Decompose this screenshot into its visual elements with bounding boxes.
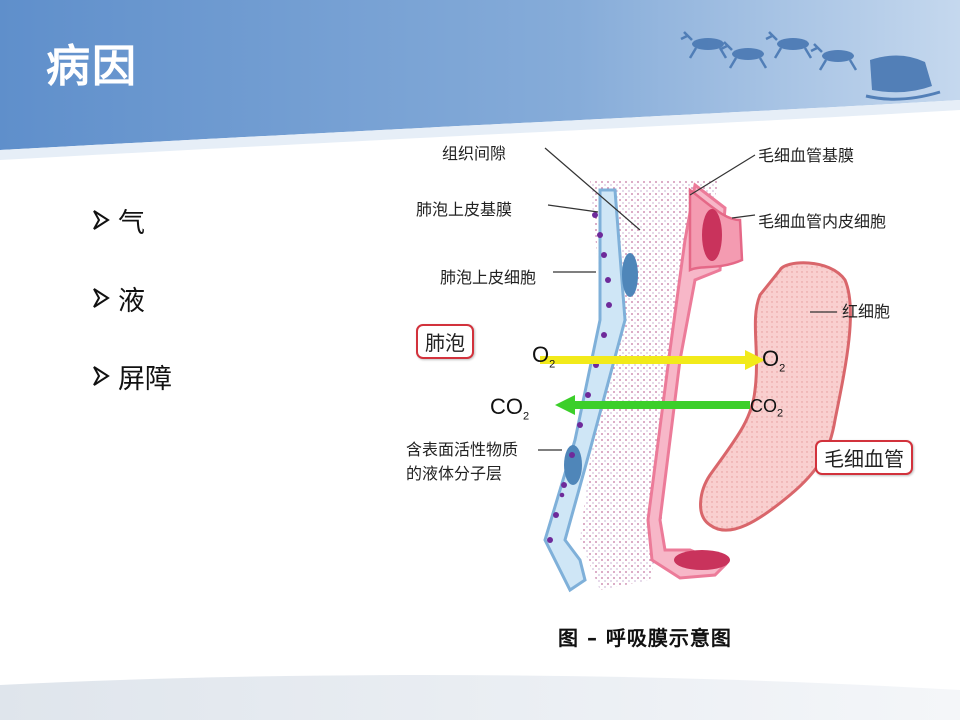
label-interstitial: 组织间隙 [442,144,507,163]
label-surfactant-line1: 含表面活性物质 [406,440,519,459]
bullet-label: 液 [118,285,145,317]
alveolus-box: 肺泡 [416,324,474,359]
diagram-caption: 图 – 呼吸膜示意图 [558,626,732,650]
red-blood-cell [699,261,852,532]
bullet-label: 屏障 [118,363,172,395]
endothelial-nucleus [674,550,730,570]
arrow-bullet-icon [93,288,110,308]
arrow-bullet-icon [93,210,110,230]
bullet-label: 气 [118,207,145,239]
epithelial-nucleus [622,253,638,297]
o2-left-label: O2 [532,342,556,371]
epithelial-nucleus [564,445,582,485]
label-surfactant-line2: 的液体分子层 [406,464,503,483]
bullet-item: 气 [92,200,172,240]
reindeer-sleigh-icon [680,31,941,101]
label-rbc: 红细胞 [842,302,891,321]
o2-right-label: O2 [762,346,786,375]
label-alveolar-epithelium: 肺泡上皮细胞 [440,268,537,287]
bullet-item: 屏障 [92,356,172,396]
arrow-bullet-icon [93,366,110,386]
membrane-illustration [538,147,852,593]
o2-arrowhead [745,350,765,370]
co2-right-label: CO2 [750,396,784,420]
endothelial-nucleus [702,209,722,261]
bullet-item: 液 [92,278,172,318]
label-capillary-basement: 毛细血管基膜 [758,146,855,165]
co2-arrowhead [555,395,575,415]
footer-band [0,674,960,720]
label-capillary-endothelium: 毛细血管内皮细胞 [758,212,887,231]
header-banner [0,0,960,160]
label-alveolar-basement: 肺泡上皮基膜 [416,200,513,219]
bullet-list: 气 液 屏障 [92,200,172,434]
capillary-box: 毛细血管 [815,440,913,475]
page-title: 病因 [46,41,138,92]
alveolar-epithelium-layer [543,188,627,593]
respiratory-membrane-diagram: 组织间隙 肺泡上皮基膜 肺泡上皮细胞 毛细血管基膜 毛细血管内皮细胞 红细胞 含… [390,120,960,660]
co2-left-label: CO2 [490,394,530,423]
